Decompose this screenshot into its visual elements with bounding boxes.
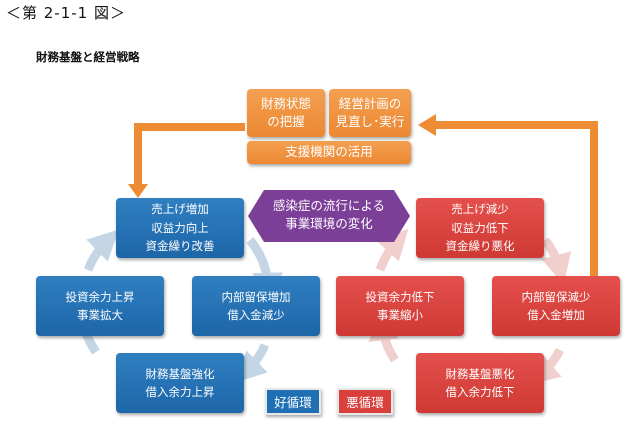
orange-arrow-right bbox=[434, 121, 598, 276]
support-institutions-label: 支援機関の活用 bbox=[285, 144, 373, 160]
business-plan-box: 経営計画の 見直し･実行 bbox=[329, 89, 411, 137]
bad-financial-line1: 財務基盤悪化 bbox=[445, 366, 515, 381]
environment-change-label: 感染症の流行による 事業環境の変化 bbox=[266, 192, 392, 238]
bad-investment-line2: 事業縮小 bbox=[377, 308, 423, 322]
bad-cycle-arrow-4 bbox=[375, 228, 409, 272]
orange-arrow-left bbox=[134, 123, 245, 186]
figure-label: ＜第 2-1-1 図＞ bbox=[6, 4, 126, 22]
support-institutions-box: 支援機関の活用 bbox=[247, 141, 411, 164]
good-financial-line2: 借入余力上昇 bbox=[145, 385, 215, 399]
good-investment-line1: 投資余力上昇 bbox=[65, 289, 135, 304]
good-sales-line1: 売上げ増加 bbox=[151, 202, 209, 217]
bad-cycle-financial-box: 財務基盤悪化 借入余力低下 bbox=[416, 353, 544, 413]
good-cycle-arrow-2 bbox=[234, 343, 270, 383]
financial-status-line2: の把握 bbox=[267, 114, 305, 129]
bad-investment-line1: 投資余力低下 bbox=[365, 289, 435, 304]
good-sales-line2: 収益力向上 bbox=[151, 220, 209, 235]
financial-status-box: 財務状態 の把握 bbox=[247, 89, 325, 137]
legend-good-cycle: 好循環 bbox=[265, 388, 321, 415]
bad-cycle-sales-box: 売上げ減少 収益力低下 資金繰り悪化 bbox=[416, 198, 544, 258]
good-retained-line1: 内部留保増加 bbox=[221, 289, 291, 304]
business-plan-line2: 見直し･実行 bbox=[335, 114, 405, 129]
bad-cycle-investment-box: 投資余力低下 事業縮小 bbox=[336, 276, 464, 336]
good-cycle-arrow-4 bbox=[83, 229, 119, 272]
bad-retained-line1: 内部留保減少 bbox=[521, 289, 591, 304]
bad-sales-line3: 資金繰り悪化 bbox=[445, 239, 515, 254]
bad-sales-line2: 収益力低下 bbox=[451, 220, 509, 235]
bad-cycle-retained-box: 内部留保減少 借入金増加 bbox=[492, 276, 620, 336]
bad-cycle-arrow-1 bbox=[541, 237, 572, 285]
good-cycle-investment-box: 投資余力上昇 事業拡大 bbox=[36, 276, 164, 336]
business-plan-line1: 経営計画の bbox=[338, 95, 402, 111]
environment-change-arrow bbox=[248, 190, 410, 242]
environment-change-line2: 事業環境の変化 bbox=[285, 216, 373, 231]
bad-sales-line1: 売上げ減少 bbox=[451, 202, 509, 217]
bad-financial-line2: 借入余力低下 bbox=[445, 385, 515, 399]
good-cycle-retained-box: 内部留保増加 借入金減少 bbox=[192, 276, 320, 336]
good-investment-line2: 事業拡大 bbox=[77, 308, 123, 322]
bad-retained-line2: 借入金増加 bbox=[527, 308, 585, 322]
environment-change-line1: 感染症の流行による bbox=[272, 197, 386, 213]
good-cycle-sales-box: 売上げ増加 収益力向上 資金繰り改善 bbox=[116, 198, 244, 258]
good-sales-line3: 資金繰り改善 bbox=[145, 239, 215, 254]
financial-status-line1: 財務状態 bbox=[260, 95, 311, 111]
diagram-title: 財務基盤と経営戦略 bbox=[36, 50, 140, 64]
legend-bad-cycle: 悪循環 bbox=[337, 388, 393, 415]
good-financial-line1: 財務基盤強化 bbox=[145, 366, 215, 381]
good-retained-line2: 借入金減少 bbox=[227, 308, 285, 322]
good-cycle-financial-box: 財務基盤強化 借入余力上昇 bbox=[116, 353, 244, 413]
